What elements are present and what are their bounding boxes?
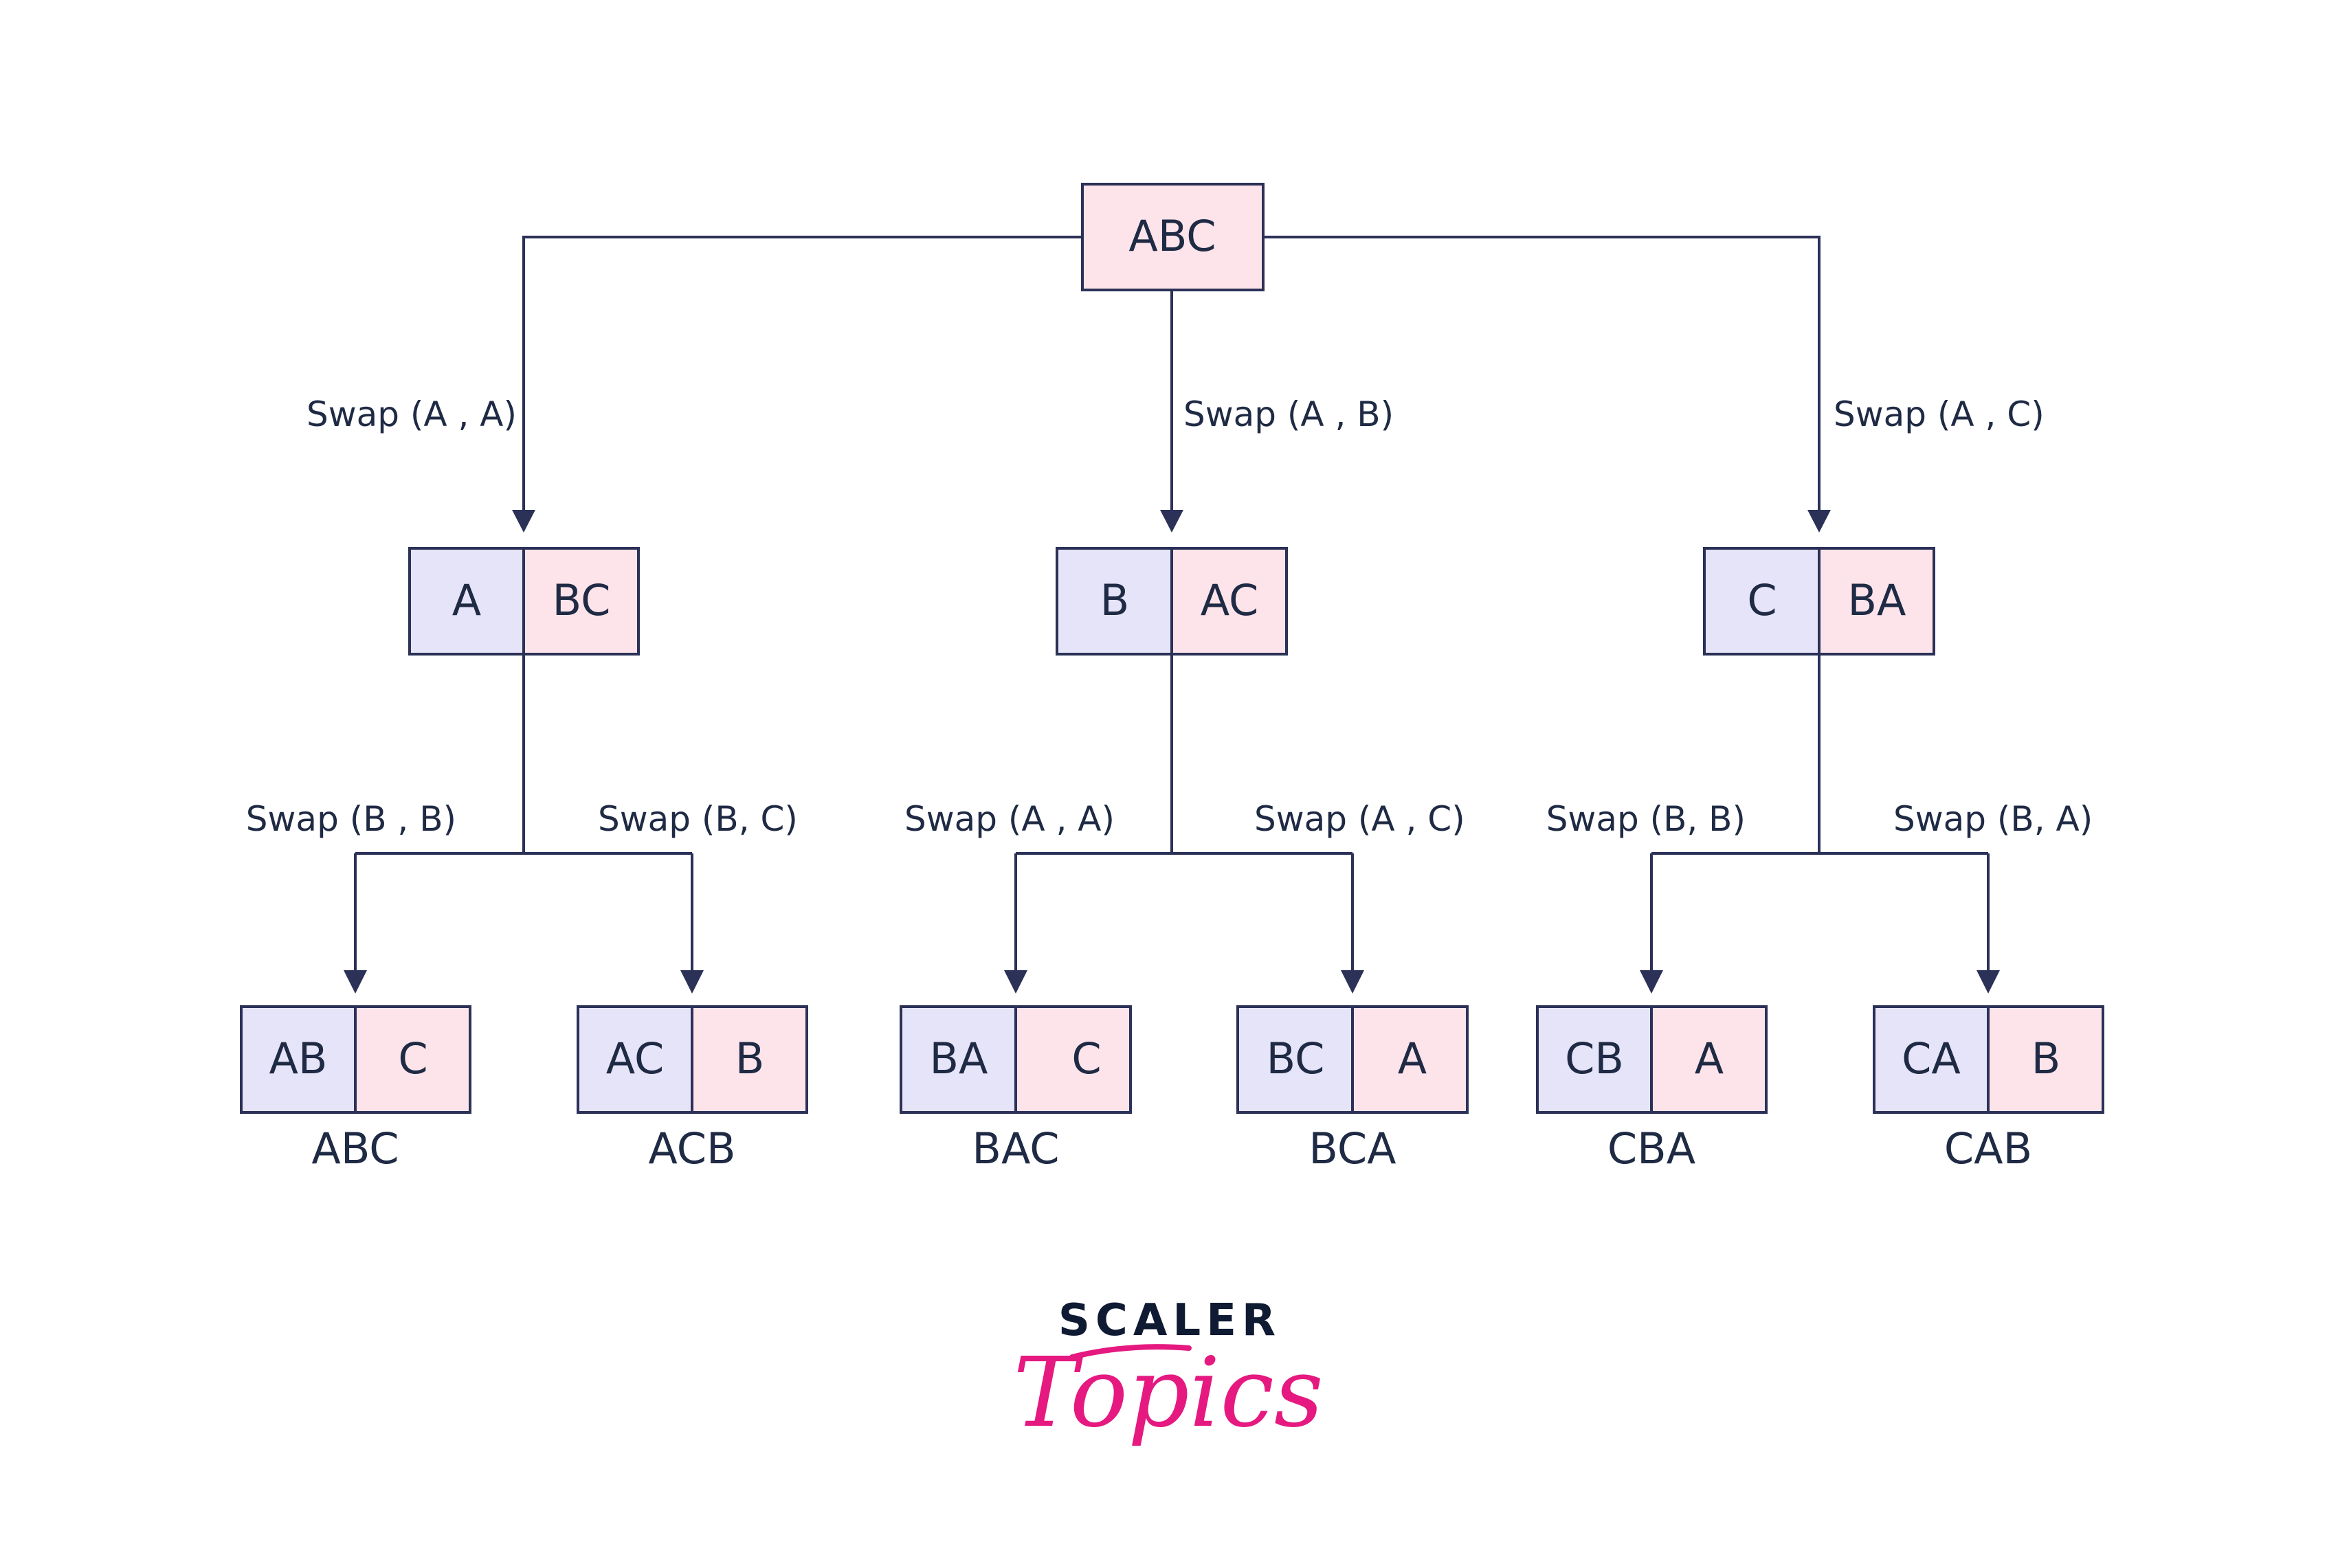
- logo-underline-swash-icon: [1069, 1344, 1192, 1360]
- level2-node-ab-c: AB C: [240, 1005, 471, 1114]
- logo-topics-text: Topics: [1013, 1337, 1323, 1449]
- level1-node-c-ba: C BA: [1703, 547, 1935, 656]
- node-rest-cell: A: [1398, 1033, 1427, 1084]
- node-fixed-cell: B: [1100, 575, 1130, 625]
- node-rest-cell: A: [1695, 1033, 1724, 1084]
- scaler-topics-logo: SCALER Topics: [1013, 1295, 1323, 1449]
- level2-arrowheads: [344, 970, 2000, 994]
- edge-label-swap-b-c: Swap (B, C): [598, 799, 798, 839]
- arrowhead-icon: [1341, 970, 1364, 994]
- node-rest-cell: BC: [553, 575, 611, 625]
- edge-label-swap-a-a: Swap (A , A): [904, 799, 1115, 839]
- arrowhead-icon: [1977, 970, 2000, 994]
- level2-node-ba-c: BA C: [900, 1005, 1132, 1114]
- edge-root-to-c-ba: [1263, 236, 1821, 517]
- result-label: BCA: [1309, 1123, 1396, 1174]
- edge-root-to-a-bc: [522, 236, 1082, 517]
- node-fixed-cell: BA: [930, 1033, 988, 1084]
- node-rest-cell: C: [1071, 1033, 1101, 1084]
- node-rest-cell: B: [735, 1033, 765, 1084]
- arrowhead-icon: [1640, 970, 1663, 994]
- level1-node-a-bc: A BC: [408, 547, 640, 656]
- edge-label-swap-a-c: Swap (A , C): [1834, 394, 2045, 434]
- edge-label-swap-a-a: Swap (A , A): [307, 394, 517, 434]
- node-fixed-cell: CA: [1902, 1033, 1961, 1084]
- node-fixed-cell: C: [1747, 575, 1777, 625]
- arrowhead-icon: [1807, 510, 1831, 533]
- node-fixed-cell: A: [452, 575, 481, 625]
- result-label: ABC: [311, 1123, 399, 1174]
- arrowhead-icon: [1160, 510, 1183, 533]
- node-fixed-cell: CB: [1565, 1033, 1624, 1084]
- node-fixed-cell: AC: [606, 1033, 665, 1084]
- level1-node-b-ac: B AC: [1056, 547, 1288, 656]
- node-rest-cell: B: [2031, 1033, 2061, 1084]
- node-fixed-cell: BC: [1267, 1033, 1325, 1084]
- level2-node-bc-a: BC A: [1236, 1005, 1469, 1114]
- result-label: CAB: [1944, 1123, 2032, 1174]
- node-fixed-cell: AB: [269, 1033, 328, 1084]
- arrowhead-icon: [680, 970, 704, 994]
- root-connectors: [512, 236, 1831, 533]
- arrowhead-icon: [1004, 970, 1027, 994]
- logo-scaler-text: SCALER: [1058, 1295, 1281, 1346]
- edge-label-swap-a-b: Swap (A , B): [1183, 394, 1394, 434]
- level2-connectors: [354, 654, 1990, 976]
- root-node-label: ABC: [1128, 211, 1216, 261]
- result-label: CBA: [1607, 1123, 1695, 1174]
- node-rest-cell: BA: [1848, 575, 1906, 625]
- root-node: ABC: [1081, 183, 1265, 291]
- level2-node-ac-b: AC B: [577, 1005, 808, 1114]
- edge-label-swap-b-a: Swap (B, A): [1893, 799, 2093, 839]
- arrowhead-icon: [344, 970, 367, 994]
- level2-node-ca-b: CA B: [1873, 1005, 2104, 1114]
- result-label: BAC: [972, 1123, 1059, 1174]
- result-label: ACB: [648, 1123, 735, 1174]
- node-rest-cell: C: [398, 1033, 427, 1084]
- node-rest-cell: AC: [1201, 575, 1259, 625]
- edge-label-swap-a-c: Swap (A , C): [1254, 799, 1465, 839]
- level2-node-cb-a: CB A: [1536, 1005, 1768, 1114]
- arrowhead-icon: [512, 510, 535, 533]
- edge-label-swap-b-b: Swap (B , B): [246, 799, 456, 839]
- edge-label-swap-b-b: Swap (B, B): [1546, 799, 1746, 839]
